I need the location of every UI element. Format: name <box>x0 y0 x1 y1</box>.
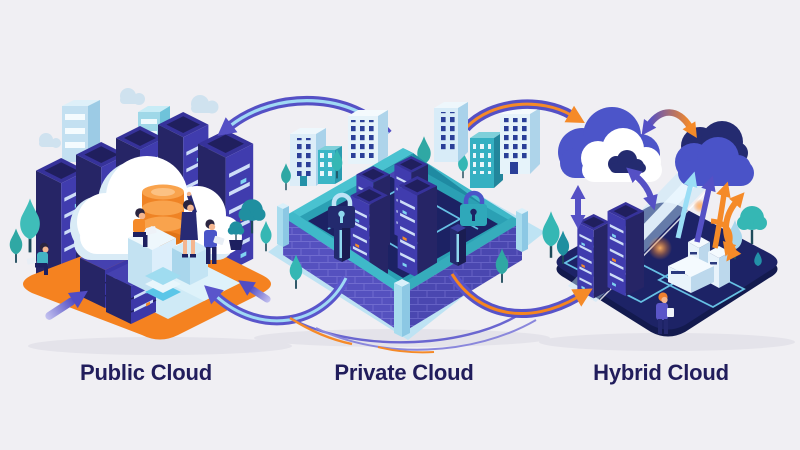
potted-plant-icon <box>227 221 245 250</box>
arrow-private-to-public-bottom <box>204 275 351 326</box>
tree-icon <box>281 163 291 191</box>
public-cloud-scene <box>28 100 292 355</box>
corner-pillar <box>516 208 528 252</box>
person-figure <box>656 292 674 334</box>
person-figure <box>26 242 49 275</box>
database-slabs-icon <box>145 267 181 301</box>
building-icon <box>348 110 388 164</box>
corner-pillar <box>277 203 289 247</box>
padlock-icon <box>328 192 355 228</box>
wall-pillar <box>450 224 466 266</box>
padlock-icon <box>460 190 487 226</box>
building-icon <box>500 108 540 174</box>
tree-icon <box>260 220 272 252</box>
hybrid-cloud-label: Hybrid Cloud <box>593 360 729 385</box>
corner-pillar <box>394 279 410 337</box>
leaf-drop-icon <box>754 252 762 266</box>
person-figure <box>204 219 225 264</box>
cloud-icon <box>675 121 754 186</box>
tree-icon <box>542 211 560 258</box>
storage-server-icon <box>668 236 730 293</box>
private-cloud-label: Private Cloud <box>334 360 474 385</box>
connector-trails <box>289 312 537 354</box>
hybrid-shadow <box>539 333 795 351</box>
private-city-buildings <box>281 108 540 191</box>
tree-icon <box>9 228 23 263</box>
arrow-icon <box>238 280 271 303</box>
public-cloud-label: Public Cloud <box>79 360 213 385</box>
arrow-private-to-hybrid-bottom <box>448 271 593 319</box>
building-icon <box>470 132 503 188</box>
building-icon <box>434 102 468 162</box>
public-shadow <box>28 337 292 355</box>
server-tower-icon <box>577 202 644 299</box>
private-cloud-scene <box>254 148 550 347</box>
hybrid-cloud-scene <box>539 162 795 351</box>
cloud-sync-arrows <box>570 109 745 262</box>
person-figure <box>180 191 198 258</box>
public-platform-group <box>9 156 272 340</box>
person-figure <box>133 208 157 247</box>
arrow-private-to-hybrid <box>462 99 585 132</box>
arrow-icon <box>45 290 88 320</box>
